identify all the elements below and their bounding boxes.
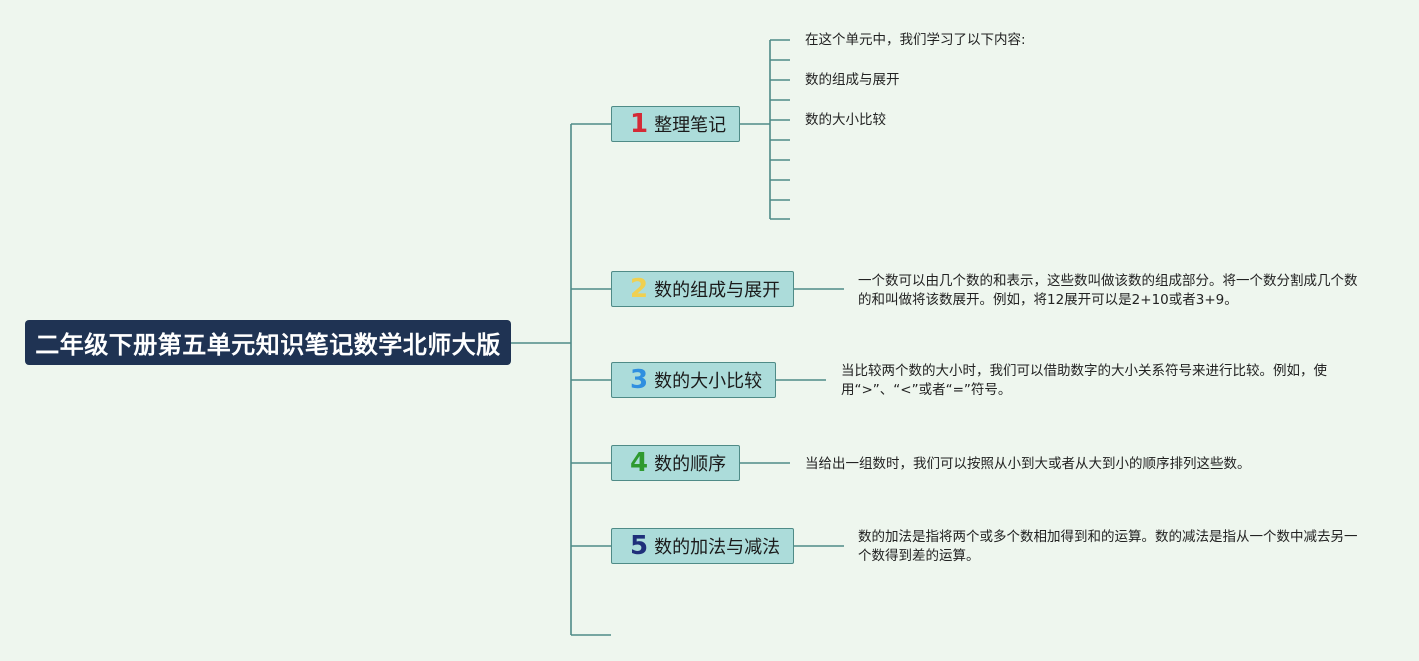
topic-number-comparison[interactable]: 3 数的大小比较 (611, 362, 776, 398)
number-2-badge: 2 (630, 274, 649, 304)
detail-add-sub[interactable]: 数的加法是指将两个或多个数相加得到和的运算。数的减法是指从一个数中减去另一个数得… (858, 529, 1358, 564)
topic-label: 数的大小比较 (654, 371, 763, 392)
topic-number-composition[interactable]: 2 数的组成与展开 (611, 271, 794, 307)
number-3-badge: 3 (630, 365, 649, 395)
number-4-badge: 4 (630, 448, 649, 478)
number-5-badge: 5 (630, 531, 649, 561)
number-1-badge: 1 (630, 109, 649, 139)
notes-intro[interactable]: 在这个单元中，我们学习了以下内容: (805, 32, 1026, 48)
topic-number-order[interactable]: 4 数的顺序 (611, 445, 740, 481)
root-topic[interactable]: 二年级下册第五单元知识笔记数学北师大版 (25, 320, 511, 365)
detail-order[interactable]: 当给出一组数时，我们可以按照从小到大或者从大到小的顺序排列这些数。 (805, 456, 1251, 472)
topic-label: 数的顺序 (654, 454, 727, 475)
detail-composition[interactable]: 一个数可以由几个数的和表示，这些数叫做该数的组成部分。将一个数分割成几个数的和叫… (858, 273, 1358, 308)
root-title: 二年级下册第五单元知识笔记数学北师大版 (35, 331, 501, 359)
topic-label: 数的加法与减法 (654, 537, 781, 558)
topic-label: 数的组成与展开 (654, 280, 781, 301)
topic-organize-notes[interactable]: 1 整理笔记 (611, 106, 740, 142)
notes-item-composition[interactable]: 数的组成与展开 (805, 72, 900, 88)
detail-comparison[interactable]: 当比较两个数的大小时，我们可以借助数字的大小关系符号来进行比较。例如，使用“>”… (841, 363, 1327, 398)
topic-label: 整理笔记 (654, 115, 727, 136)
notes-item-comparison[interactable]: 数的大小比较 (805, 112, 886, 128)
topic-addition-subtraction[interactable]: 5 数的加法与减法 (611, 528, 794, 564)
